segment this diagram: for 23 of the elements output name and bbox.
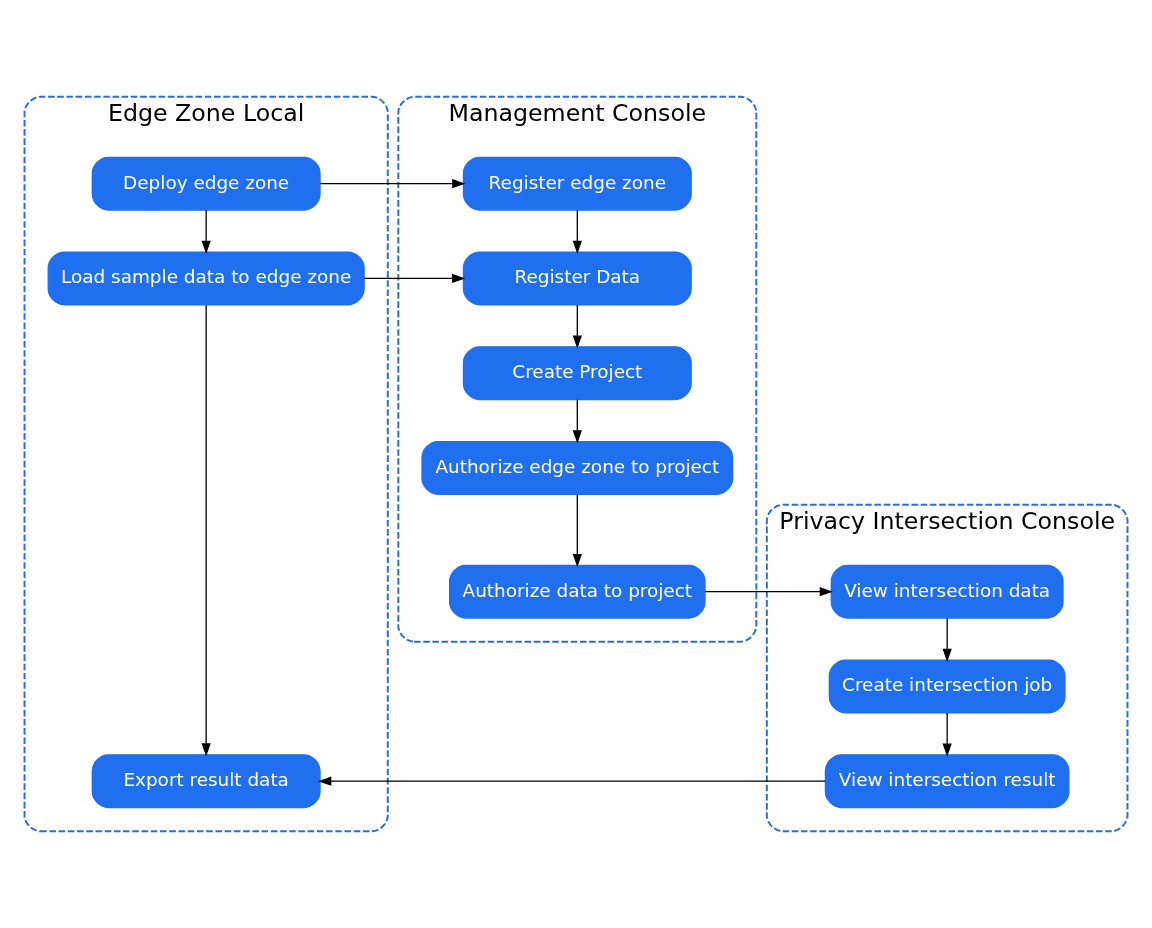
arrow bbox=[201, 304, 211, 757]
node-box: Register Data bbox=[462, 251, 692, 306]
node-box: Load sample data to edge zone bbox=[47, 251, 365, 306]
arrow bbox=[704, 587, 833, 597]
node-box: Create Project bbox=[462, 346, 692, 401]
arrow bbox=[363, 273, 466, 284]
node-box: Authorize edge zone to project bbox=[421, 440, 734, 495]
arrow bbox=[318, 776, 826, 786]
node-box: Register edge zone bbox=[462, 156, 692, 211]
arrow bbox=[942, 617, 952, 662]
node-box: View intersection data bbox=[830, 564, 1064, 619]
arrow bbox=[572, 304, 582, 349]
node-box: Export result data bbox=[91, 754, 321, 809]
arrow bbox=[319, 179, 466, 189]
node-box: Create intersection job bbox=[828, 659, 1066, 714]
arrow bbox=[942, 712, 952, 757]
arrow bbox=[572, 493, 582, 568]
node-box: Authorize data to project bbox=[449, 564, 706, 619]
node-box: Deploy edge zone bbox=[91, 156, 321, 211]
arrow bbox=[201, 209, 211, 254]
arrow bbox=[572, 209, 582, 254]
node-box: View intersection result bbox=[824, 754, 1070, 809]
arrow bbox=[572, 399, 582, 444]
